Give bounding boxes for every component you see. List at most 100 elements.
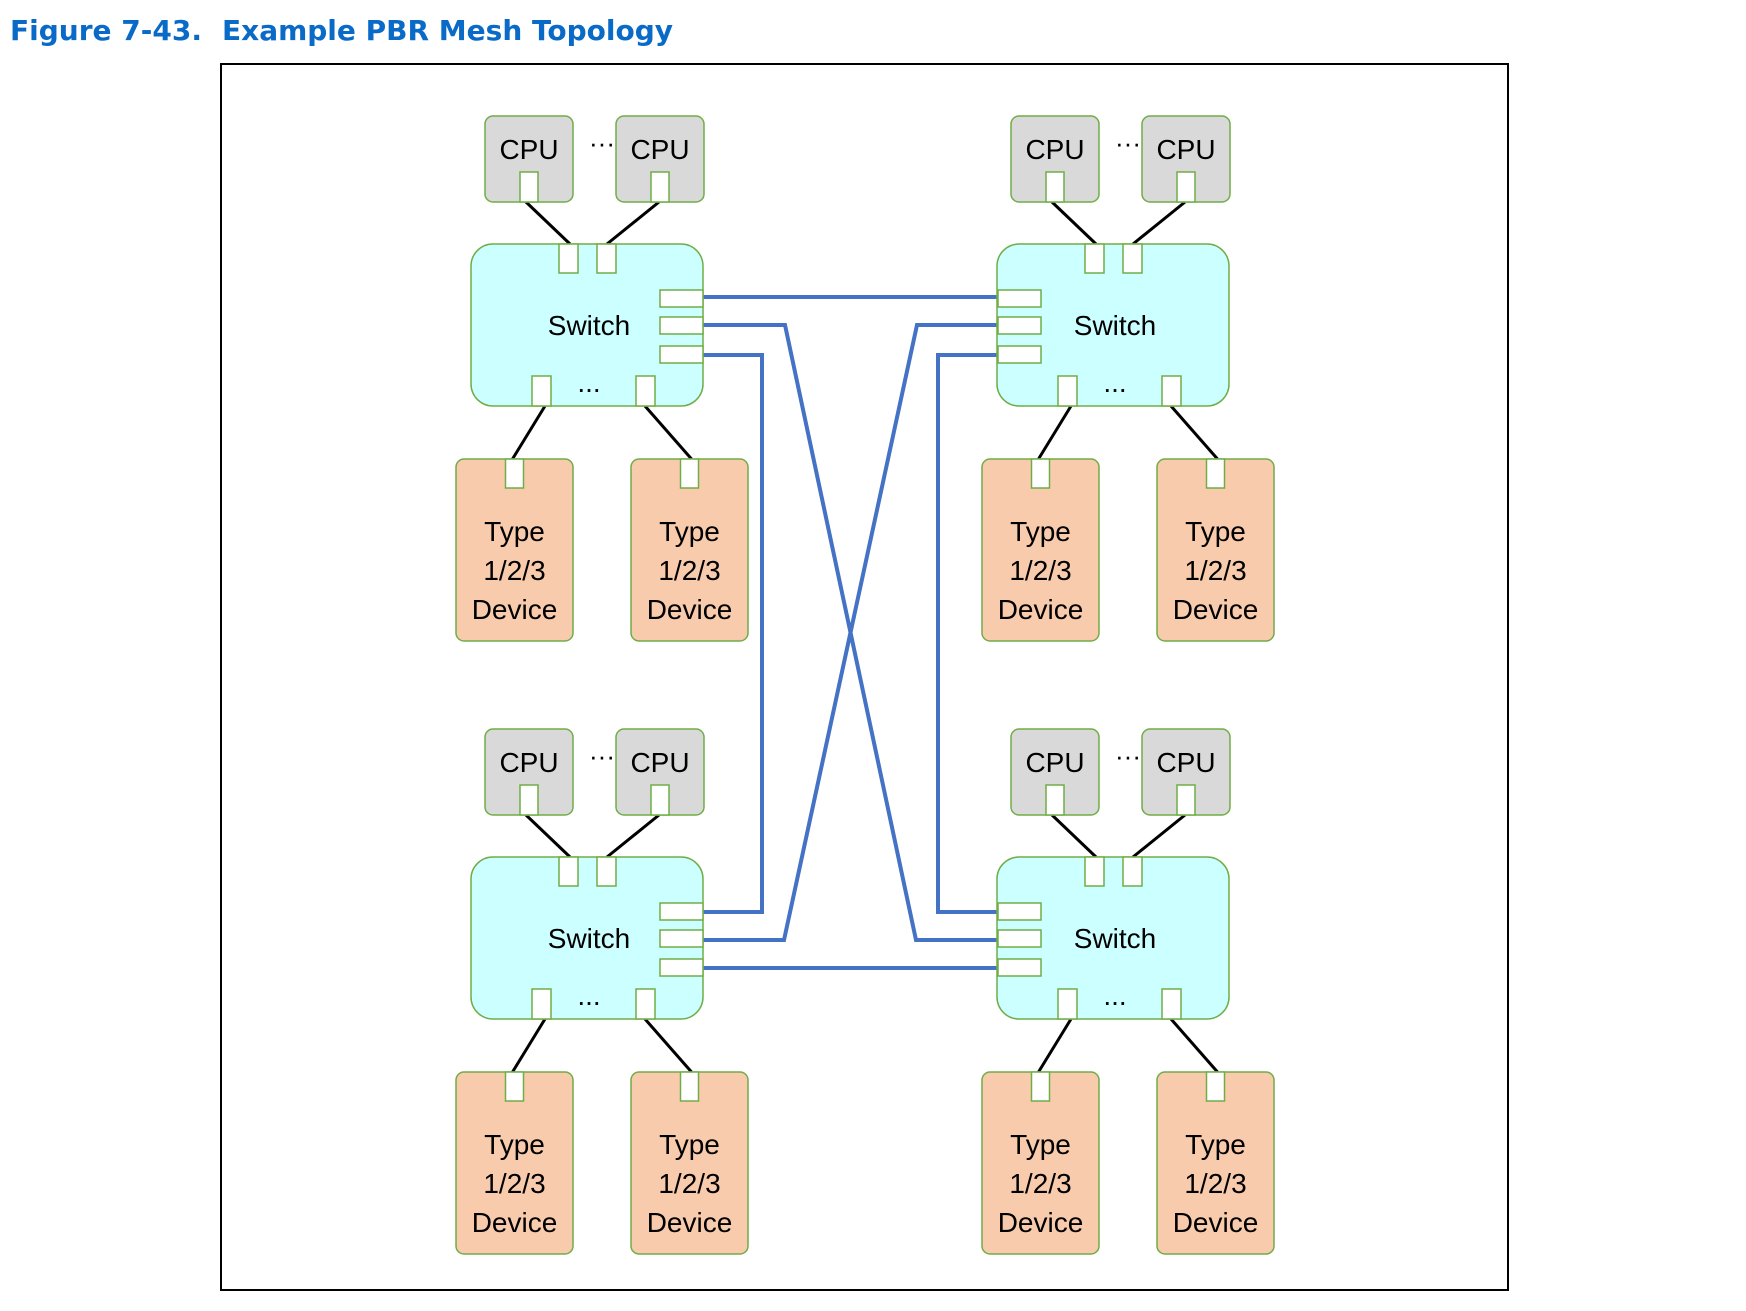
cpu-switch-link [1050,813,1098,859]
cpu-switch-link [524,813,572,859]
switch-device-link [511,1018,547,1073]
cpu-port [1176,171,1196,203]
switch-downstream-port [531,988,552,1020]
cpu-port [1176,784,1196,816]
device-label-line1: Type [1185,516,1246,547]
device-label-line3: Device [998,594,1084,625]
switch-device-link [1169,405,1219,460]
mesh-links [703,295,1000,970]
cpu-port [1045,784,1065,816]
cpu-switch-link [1050,200,1098,246]
device-label-line3: Device [472,594,558,625]
device-label-line1: Type [484,516,545,547]
switch-mesh-port [659,902,704,921]
cpu-label: CPU [1025,747,1084,778]
device-label-line1: Type [1185,1129,1246,1160]
switch-label: Switch [548,310,630,341]
device-port [679,458,700,489]
switch-label: Switch [548,923,630,954]
switch-mesh-port [659,316,704,335]
switch-upstream-port [1084,243,1105,274]
cpu-port [650,784,670,816]
cpu-label: CPU [1156,134,1215,165]
device-label-line2: 1/2/3 [483,555,545,586]
cpu-node: CPU [1141,115,1231,203]
local-links [1037,200,1219,460]
switch-device-link [643,1018,693,1073]
switch-device-link [1037,1018,1073,1073]
local-links [1037,813,1219,1073]
cpu-ellipsis: ··· [1115,128,1141,158]
device-port [679,1071,700,1102]
device-port [1205,458,1226,489]
figure-caption: Figure 7-43. Example PBR Mesh Topology [10,14,673,47]
switch-node: Switch... [470,856,704,1020]
device-label-line1: Type [1010,1129,1071,1160]
switch-ellipsis: ... [577,980,600,1011]
switch-label: Switch [1074,923,1156,954]
switch-ellipsis: ... [1103,980,1126,1011]
device-label-line3: Device [647,594,733,625]
switch-ellipsis: ... [577,367,600,398]
switch-upstream-port [1122,856,1143,887]
switch-downstream-port [635,375,656,407]
device-label-line2: 1/2/3 [483,1168,545,1199]
switch-downstream-port [1057,988,1078,1020]
device-label-line2: 1/2/3 [1009,1168,1071,1199]
switch-mesh-port [997,316,1042,335]
switch-device-link [511,405,547,460]
switch-ellipsis: ... [1103,367,1126,398]
figure-number: Figure 7-43. [10,14,202,47]
cpu-label: CPU [1156,747,1215,778]
cpu-switch-link [606,200,660,246]
switch-mesh-port [997,958,1042,977]
cpu-label: CPU [499,134,558,165]
cpu-ellipsis: ··· [1115,741,1141,771]
cpu-port [519,784,539,816]
device-port [1030,1071,1051,1102]
switch-upstream-port [1084,856,1105,887]
switch-mesh-port [659,289,704,308]
switch-upstream-port [558,243,579,274]
switch-downstream-port [635,988,656,1020]
switch-mesh-port [659,345,704,364]
switch-upstream-port [596,856,617,887]
switch-mesh-port [997,345,1042,364]
device-label-line3: Device [1173,1207,1259,1238]
switch-device-link [1169,1018,1219,1073]
switch-downstream-port [1161,375,1182,407]
cpu-port [1045,171,1065,203]
cpu-node: CPU [615,115,705,203]
device-label-line2: 1/2/3 [1184,555,1246,586]
switch-upstream-port [1122,243,1143,274]
device-label-line3: Device [1173,594,1259,625]
cpu-port [650,171,670,203]
device-label-line1: Type [1010,516,1071,547]
cpu-node: CPU [1010,115,1100,203]
device-port [504,1071,525,1102]
cpu-node: CPU [1010,728,1100,816]
cpu-ellipsis: ··· [589,741,615,771]
device-label-line1: Type [484,1129,545,1160]
device-label-line3: Device [647,1207,733,1238]
device-label-line2: 1/2/3 [1184,1168,1246,1199]
switch-downstream-port [1161,988,1182,1020]
mesh-link-top-right-bottom-right [936,353,998,914]
switch-node: Switch... [996,243,1230,407]
switch-mesh-port [659,929,704,948]
switch-label: Switch [1074,310,1156,341]
figure-title: Example PBR Mesh Topology [222,14,674,47]
cpu-ellipsis: ··· [589,128,615,158]
device-port [1205,1071,1226,1102]
switch-device-link [643,405,693,460]
